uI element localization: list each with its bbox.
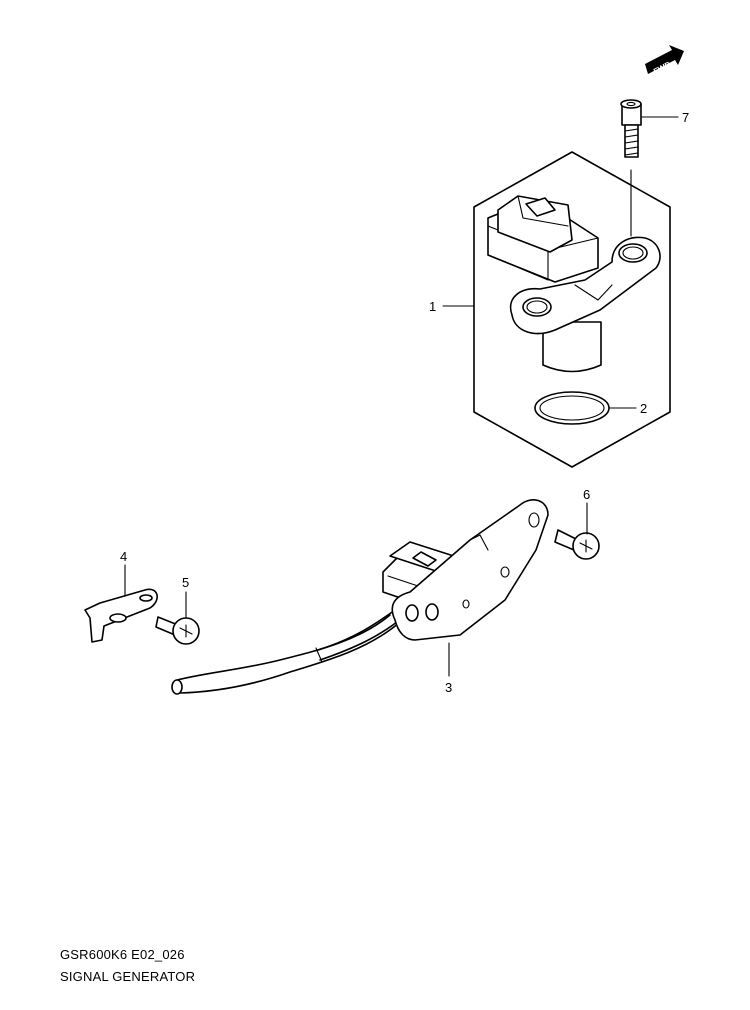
part-3-sensor-bracket [171,499,549,695]
part-5-screw [155,616,200,645]
part-6-screw [554,529,600,560]
fwd-arrow-icon: FWD [645,45,684,76]
callout-leaders [124,116,679,677]
part-4-clamp [84,588,158,643]
callout-5: 5 [182,575,189,590]
callout-3: 3 [445,680,452,695]
part-1-sensor [487,195,661,373]
callout-1: 1 [429,299,436,314]
diagram-title: SIGNAL GENERATOR [60,969,196,984]
part-2-o-ring [534,391,610,425]
callout-4: 4 [120,549,127,564]
assembly-outline [473,151,671,468]
part-7-bolt [620,99,642,158]
callout-7: 7 [682,110,689,125]
diagram-code: GSR600K6 E02_026 [60,947,185,962]
callout-6: 6 [583,487,590,502]
callout-2: 2 [640,401,647,416]
